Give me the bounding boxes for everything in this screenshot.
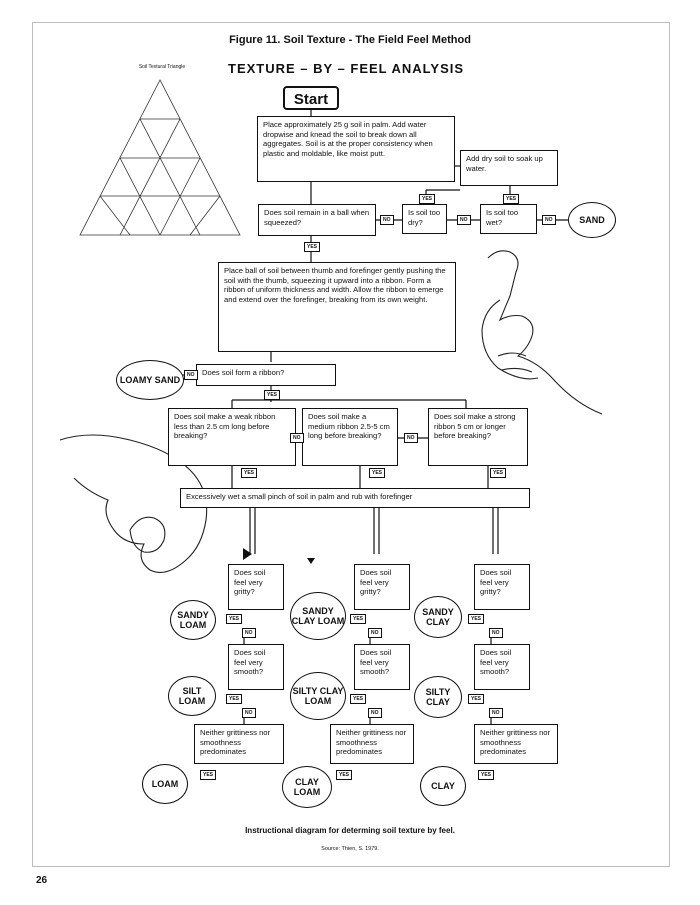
yes-tag: YES bbox=[478, 770, 495, 780]
hand-rub-illustration bbox=[59, 434, 208, 573]
question-smooth-1: Does soil feel very smooth? bbox=[228, 644, 284, 690]
question-smooth-2: Does soil feel very smooth? bbox=[354, 644, 410, 690]
yes-tag: YES bbox=[490, 468, 507, 478]
neither-box-1: Neither grittiness nor smoothness predom… bbox=[194, 724, 284, 764]
figure-title: Figure 11. Soil Texture - The Field Feel… bbox=[229, 34, 471, 46]
no-tag: NO bbox=[404, 433, 418, 443]
question-strong-ribbon-box: Does soil make a strong ribbon 5 cm or l… bbox=[428, 408, 528, 466]
result-sandy-clay-loam: SANDY CLAY LOAM bbox=[290, 592, 346, 640]
start-box: Start bbox=[283, 86, 339, 110]
question-too-dry-box: Is soil too dry? bbox=[402, 204, 447, 234]
no-tag: NO bbox=[380, 215, 394, 225]
yes-tag: YES bbox=[304, 242, 321, 252]
yes-tag: YES bbox=[369, 468, 386, 478]
question-weak-ribbon-box: Does soil make a weak ribbon less than 2… bbox=[168, 408, 296, 466]
yes-tag: YES bbox=[419, 194, 436, 204]
figure-caption: Instructional diagram for determing soil… bbox=[245, 826, 455, 835]
result-clay-loam: CLAY LOAM bbox=[282, 766, 332, 808]
step-place-soil-box: Place approximately 25 g soil in palm. A… bbox=[257, 116, 455, 182]
question-gritty-1: Does soil feel very gritty? bbox=[228, 564, 284, 610]
yes-tag: YES bbox=[468, 694, 485, 704]
no-tag: NO bbox=[457, 215, 471, 225]
no-tag: NO bbox=[290, 433, 304, 443]
neither-box-3: Neither grittiness nor smoothness predom… bbox=[474, 724, 558, 764]
result-silty-clay: SILTY CLAY bbox=[414, 676, 462, 718]
question-ball-box: Does soil remain in a ball when squeezed… bbox=[258, 204, 376, 236]
figure-source: Source: Thien, S. 1979. bbox=[321, 846, 379, 852]
result-silt-loam: SILT LOAM bbox=[168, 676, 216, 716]
question-too-wet-box: Is soil too wet? bbox=[480, 204, 537, 234]
yes-tag: YES bbox=[350, 694, 367, 704]
no-tag: NO bbox=[542, 215, 556, 225]
yes-tag: YES bbox=[200, 770, 217, 780]
question-gritty-3: Does soil feel very gritty? bbox=[474, 564, 530, 610]
main-title: TEXTURE – BY – FEEL ANALYSIS bbox=[228, 61, 465, 76]
result-sand: SAND bbox=[568, 202, 616, 238]
triangle-title: Soil Textural Triangle bbox=[138, 64, 186, 70]
yes-tag: YES bbox=[226, 694, 243, 704]
yes-tag: YES bbox=[241, 468, 258, 478]
no-tag: NO bbox=[242, 708, 256, 718]
result-silty-clay-loam: SILTY CLAY LOAM bbox=[290, 672, 346, 720]
question-medium-ribbon-box: Does soil make a medium ribbon 2.5-5 cm … bbox=[302, 408, 398, 466]
no-tag: NO bbox=[489, 708, 503, 718]
result-sandy-loam: SANDY LOAM bbox=[170, 600, 216, 640]
yes-tag: YES bbox=[226, 614, 243, 624]
yes-tag: YES bbox=[468, 614, 485, 624]
no-tag: NO bbox=[489, 628, 503, 638]
yes-tag: YES bbox=[350, 614, 367, 624]
question-gritty-2: Does soil feel very gritty? bbox=[354, 564, 410, 610]
question-smooth-3: Does soil feel very smooth? bbox=[474, 644, 530, 690]
yes-tag: YES bbox=[336, 770, 353, 780]
no-tag: NO bbox=[368, 708, 382, 718]
question-ribbon-box: Does soil form a ribbon? bbox=[196, 364, 336, 386]
no-tag: NO bbox=[242, 628, 256, 638]
result-loam: LOAM bbox=[142, 764, 188, 804]
soil-triangle-graphic bbox=[79, 79, 241, 236]
no-tag: NO bbox=[184, 370, 198, 380]
yes-tag: YES bbox=[503, 194, 520, 204]
step-ribbon-box: Place ball of soil between thumb and for… bbox=[218, 262, 456, 352]
no-tag: NO bbox=[368, 628, 382, 638]
hand-ribbon-illustration bbox=[481, 250, 603, 415]
neither-box-2: Neither grittiness nor smoothness predom… bbox=[330, 724, 414, 764]
result-sandy-clay: SANDY CLAY bbox=[414, 596, 462, 638]
result-clay: CLAY bbox=[420, 766, 466, 806]
yes-tag: YES bbox=[264, 390, 281, 400]
result-loamy-sand: LOAMY SAND bbox=[116, 360, 184, 400]
wet-pinch-box: Excessively wet a small pinch of soil in… bbox=[180, 488, 530, 508]
page-number: 26 bbox=[36, 875, 48, 886]
add-dry-soil-box: Add dry soil to soak up water. bbox=[460, 150, 558, 186]
